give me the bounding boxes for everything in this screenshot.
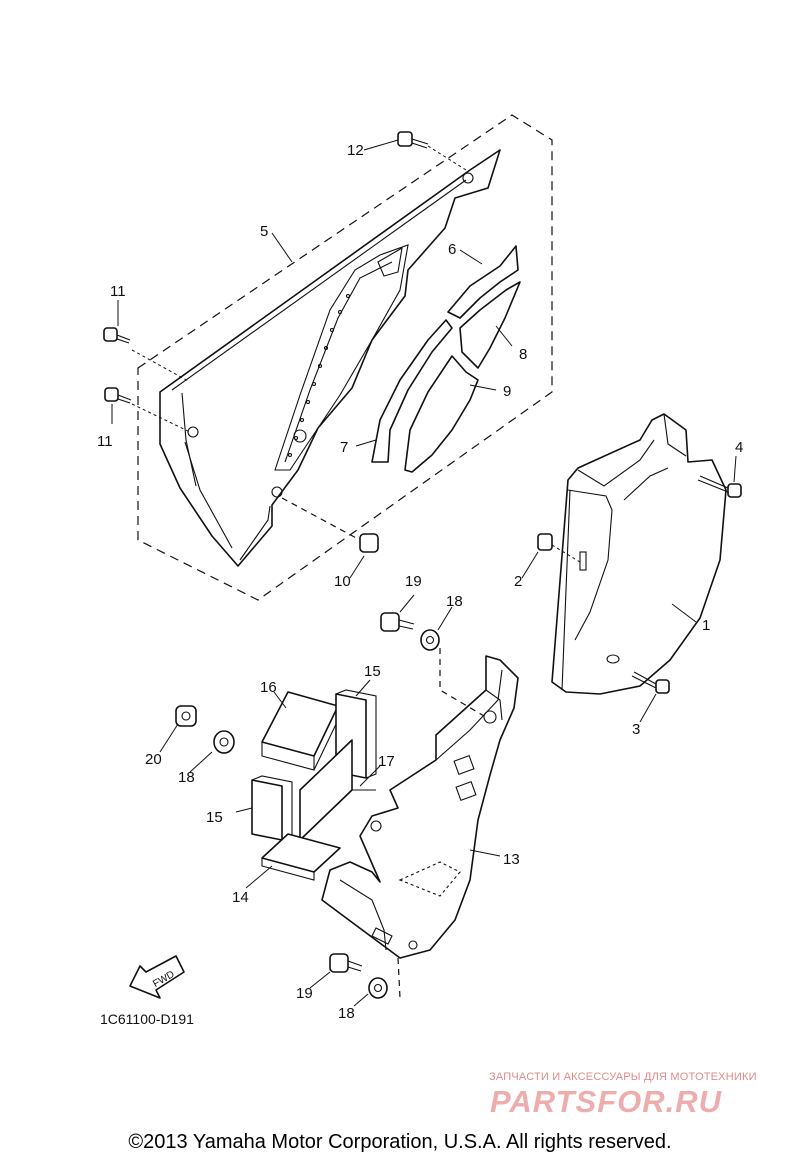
callout-18-lower: 18 [338,1005,355,1022]
callout-11-upper: 11 [110,283,126,300]
part-16-pad [261,691,339,771]
callout-14: 14 [232,889,249,906]
callout-18-left: 18 [178,769,195,786]
assembly-boundary [137,114,553,601]
callout-15-upper: 15 [364,663,381,680]
watermark-brand-logo: PARTSFOR.RU [490,1084,723,1119]
callout-8: 8 [519,346,527,363]
part-18-washer-lower [368,977,388,999]
watermark-tagline: ЗАПЧАСТИ И АКСЕССУАРЫ ДЛЯ МОТОТЕХНИКИ [489,1071,757,1083]
callout-4: 4 [735,439,743,456]
diagram-code: 1C61100-D191 [100,1011,194,1027]
callout-11-lower: 11 [97,433,113,450]
callout-15-lower: 15 [206,809,223,826]
part-15-pad-lower [251,775,293,841]
fwd-direction-arrow-icon: FWD [129,955,185,999]
part-7-graphic [371,319,453,463]
callout-numbers: 5 12 11 11 6 8 9 7 10 2 3 4 1 19 18 16 1… [97,142,743,1022]
callout-16: 16 [260,679,277,696]
part-3-bolt [631,671,670,694]
callout-9: 9 [503,383,511,400]
part-20-nut [175,705,197,727]
callout-1: 1 [702,617,710,634]
copyright-notice: ©2013 Yamaha Motor Corporation, U.S.A. A… [128,1131,672,1153]
callout-20: 20 [145,751,162,768]
part-19-bolt-upper [380,612,415,632]
part-9-graphic [404,355,479,473]
part-10-collar [359,533,379,553]
part-14-pad [261,833,341,881]
part-19-bolt-lower [329,953,363,973]
part-1-right-side-cover [551,413,727,695]
part-2-collar [537,533,553,551]
callout-3: 3 [632,721,640,738]
callout-2: 2 [514,573,522,590]
part-12-bolt [397,131,429,149]
part-11-bolt-upper [103,327,131,344]
leader-lines [111,139,737,1007]
part-13-bracket [321,655,519,959]
part-18-washer-left [213,730,235,754]
callout-12: 12 [347,142,364,159]
callout-19-lower: 19 [296,985,313,1002]
callout-6: 6 [448,241,456,258]
callout-18-upper: 18 [446,593,463,610]
callout-17: 17 [378,753,395,770]
callout-19-upper: 19 [405,573,422,590]
part-8-graphic [459,281,521,369]
part-4-bolt [697,475,742,498]
callout-5: 5 [260,223,268,240]
callout-7: 7 [340,439,348,456]
part-18-washer-upper [420,629,440,651]
callout-13: 13 [503,851,520,868]
part-6-graphic [447,245,519,319]
part-11-bolt-lower [104,387,132,404]
part-5-left-side-cover [159,149,501,567]
callout-10: 10 [334,573,351,590]
